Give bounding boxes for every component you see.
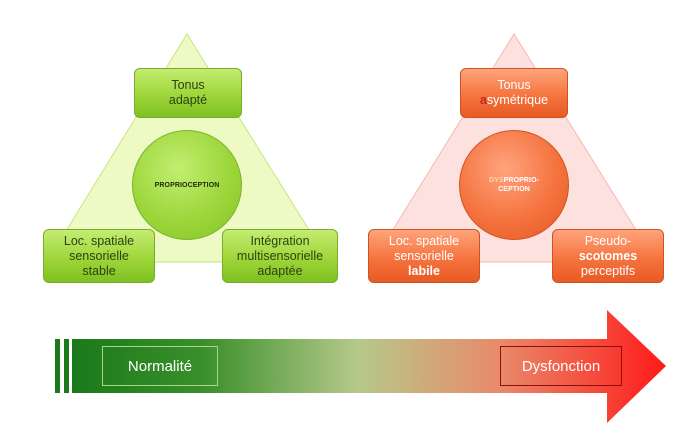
tonus-adapte-box: Tonus adapté [134, 68, 242, 118]
loc-spatiale-stable-label: Loc. spatiale sensorielle stable [63, 233, 135, 278]
normalite-label: Normalité [127, 357, 193, 375]
arrow-stripe-1 [55, 339, 60, 393]
dysproprioception-circle: DYSPROPRIO- CEPTION [459, 130, 569, 240]
normalite-box: Normalité [102, 346, 218, 386]
dys-line2: CEPTION [498, 186, 530, 193]
loc-spatiale-lines: Loc. spatiale sensorielle [388, 233, 460, 263]
dys-line1: PROPRIO- [503, 177, 540, 184]
scotomes-label: scotomes [578, 248, 638, 263]
dysproprioception-label: DYSPROPRIO- CEPTION [489, 176, 539, 194]
dys-prefix: DYS [488, 177, 504, 184]
dysfonction-box: Dysfonction [500, 346, 622, 386]
arrow-stripe-2 [64, 339, 69, 393]
integration-multisensorielle-box: Intégration multisensorielle adaptée [222, 229, 338, 283]
pseudo-line1: Pseudo- [584, 233, 632, 248]
asym-rest: symétrique [486, 93, 549, 107]
labile-label: labile [408, 263, 440, 278]
perceptifs-label: perceptifs [580, 263, 636, 278]
pseudo-scotomes-box: Pseudo- scotomes perceptifs [552, 229, 664, 283]
proprioception-circle: PROPRIOCEPTION [132, 130, 242, 240]
progress-arrow [72, 310, 666, 423]
tonus-line1: Tonus [497, 78, 531, 92]
tonus-line2: asymétrique [480, 93, 548, 108]
integration-multisensorielle-label: Intégration multisensorielle adaptée [236, 233, 324, 278]
proprioception-label: PROPRIOCEPTION [154, 181, 220, 189]
asym-prefix: a [479, 93, 487, 107]
tonus-adapte-label: Tonus adapté [168, 78, 208, 107]
dysfonction-label: Dysfonction [521, 357, 601, 375]
loc-spatiale-stable-box: Loc. spatiale sensorielle stable [43, 229, 155, 283]
tonus-asymetrique-box: Tonus asymétrique [460, 68, 568, 118]
loc-spatiale-labile-box: Loc. spatiale sensorielle labile [368, 229, 480, 283]
